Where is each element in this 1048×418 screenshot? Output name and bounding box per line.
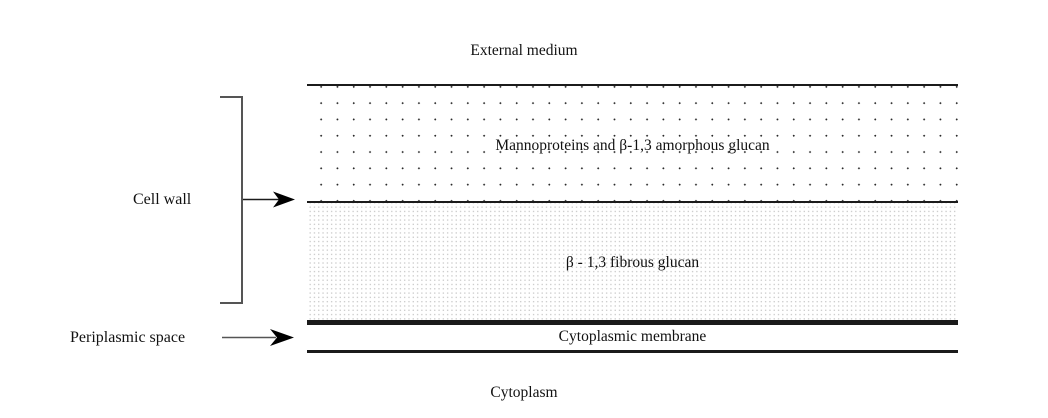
cell-wall-arrow-icon xyxy=(243,188,299,212)
bracket-tick-bottom xyxy=(220,302,243,304)
amorphous-layer-label: Mannoproteins and β-1,3 amorphous glucan xyxy=(495,137,770,154)
external-medium-label: External medium xyxy=(470,42,578,59)
cell-wall-bracket xyxy=(220,96,243,304)
amorphous-glucan-layer: Mannoproteins and β-1,3 amorphous glucan xyxy=(307,84,958,203)
periplasmic-space-label: Periplasmic space xyxy=(70,329,186,346)
membrane-line-top xyxy=(307,322,958,325)
periplasmic-space-arrow-icon xyxy=(222,327,298,349)
membrane-line-bottom xyxy=(307,350,958,353)
fibrous-glucan-layer: β - 1,3 fibrous glucan xyxy=(307,203,958,322)
bracket-spine xyxy=(241,96,243,304)
bracket-tick-top xyxy=(220,96,243,98)
cell-wall-layers: Mannoproteins and β-1,3 amorphous glucan… xyxy=(307,84,958,322)
fibrous-layer-label: β - 1,3 fibrous glucan xyxy=(565,254,700,271)
cytoplasmic-membrane-label: Cytoplasmic membrane xyxy=(558,328,707,345)
cytoplasm-label: Cytoplasm xyxy=(490,384,558,401)
cell-wall-label: Cell wall xyxy=(133,191,192,208)
cytoplasmic-membrane: Cytoplasmic membrane xyxy=(307,322,958,353)
